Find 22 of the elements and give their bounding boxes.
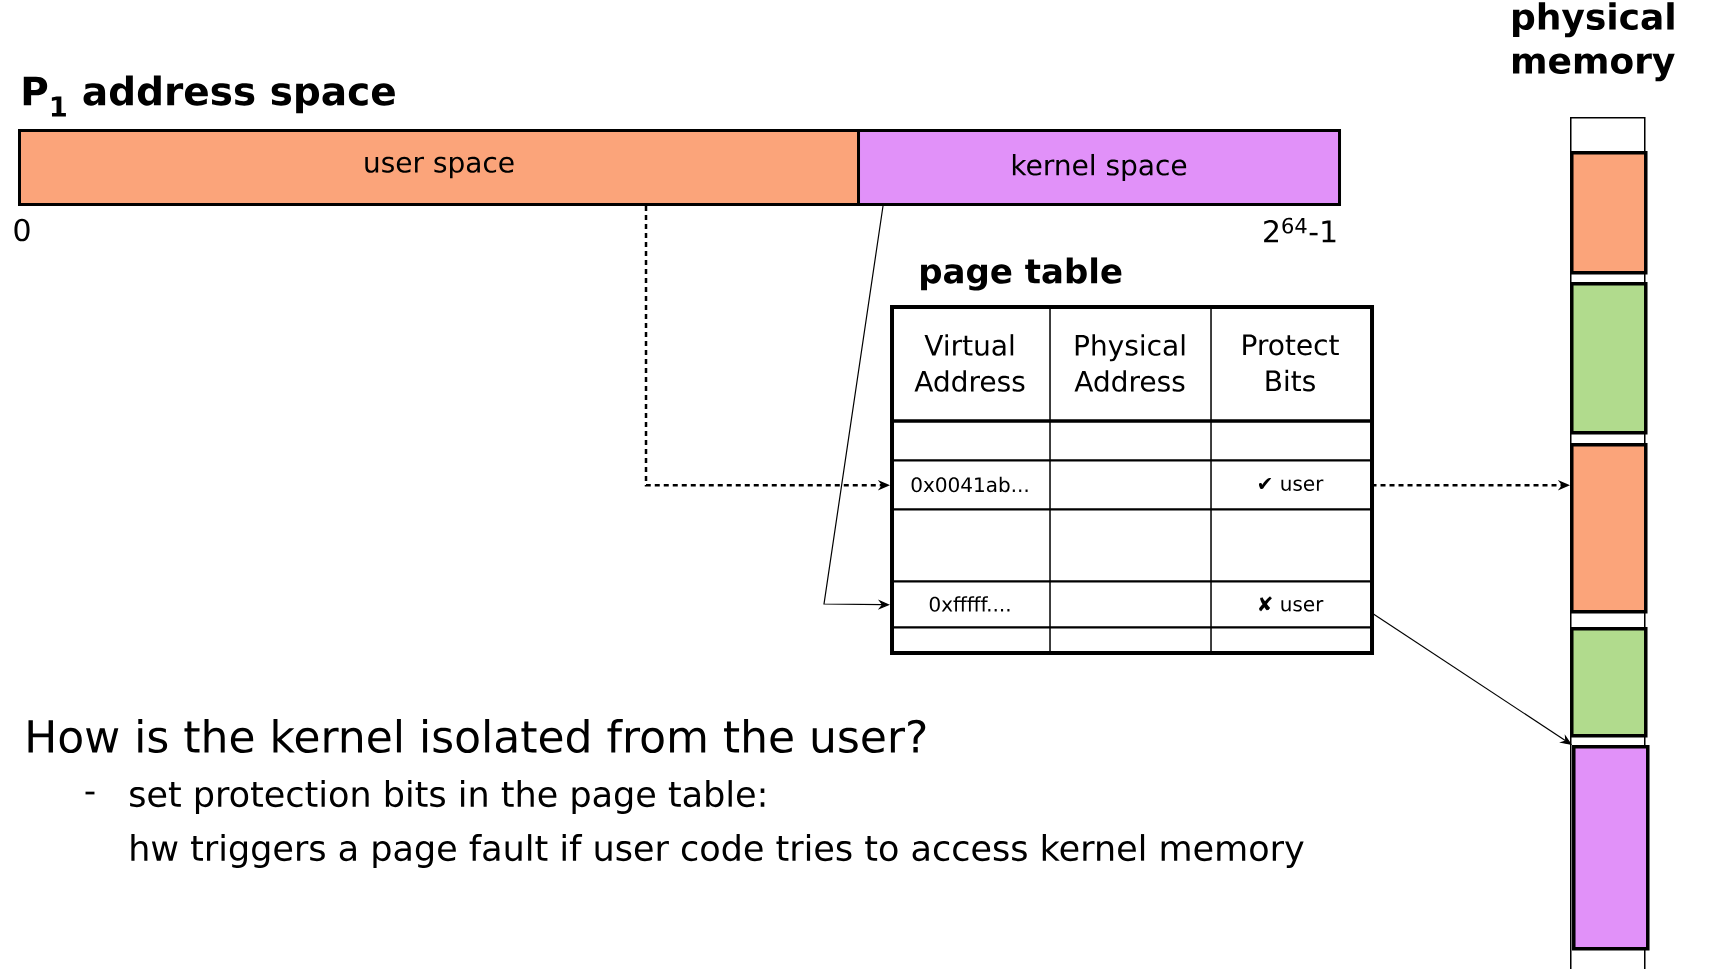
bullet-text: set protection bits in the page table: <box>130 780 765 814</box>
heading: page table <box>921 257 1122 291</box>
column-header: Virtual Address <box>914 334 1025 392</box>
memory-page <box>1572 745 1650 951</box>
address-bar: user space <box>18 129 860 206</box>
bullet-text: hw triggers a page fault if user code tries to access kernel memory <box>131 834 1304 868</box>
heading: P$_{1}$ address space <box>23 75 395 117</box>
heading: physical memory <box>1513 2 1675 82</box>
bullet-dash: - <box>85 791 95 795</box>
column-header: Protect Bits <box>1243 334 1339 392</box>
column-header: Physical Address <box>1074 334 1185 392</box>
memory-page <box>1570 282 1648 435</box>
memory-page <box>1570 443 1648 614</box>
memory-page <box>1570 151 1648 275</box>
memory-page <box>1570 627 1648 738</box>
axis-value: 0 <box>14 218 30 242</box>
protection-bit: ✘ user <box>1259 596 1324 612</box>
question-text: How is the kernel isolated from the user? <box>28 719 926 754</box>
address-value: 0x0041ab... <box>911 476 1028 493</box>
address-value: 0xfffff.... <box>929 596 1010 612</box>
protection-bit: ✔ user <box>1258 478 1324 491</box>
address-bar: kernel space <box>857 129 1341 206</box>
